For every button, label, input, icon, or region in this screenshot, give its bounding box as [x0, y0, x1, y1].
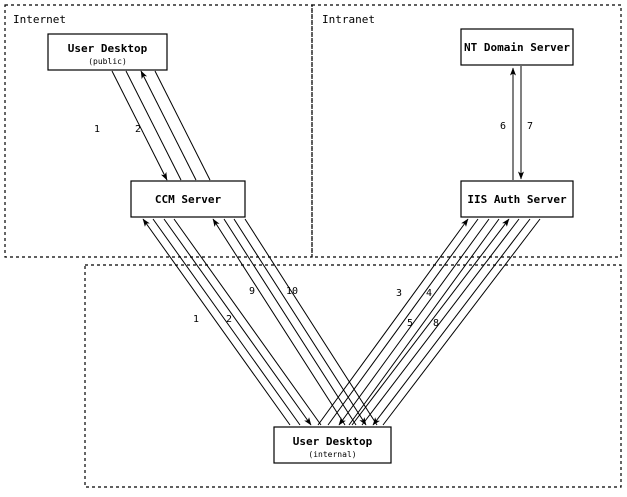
zone-intranet-label: Intranet — [322, 13, 375, 26]
flow-label-10: 10 — [286, 286, 298, 297]
zone-internal — [84, 264, 622, 488]
node-user-desktop-public[interactable]: User Desktop (public) — [47, 33, 168, 71]
flow-line-4 — [338, 218, 490, 426]
node-nt-domain-server-title: NT Domain Server — [464, 41, 570, 54]
flow-line-3-edge — [327, 218, 479, 426]
node-ccm-server-box[interactable] — [130, 180, 246, 218]
node-iis-auth-server-title: IIS Auth Server — [467, 193, 567, 206]
flow-group-public-ccm: 1 2 — [94, 70, 211, 181]
flow-line-8-edge — [382, 218, 541, 426]
node-user-desktop-internal[interactable]: User Desktop (internal) — [273, 426, 392, 464]
flow-label-6: 6 — [500, 121, 506, 132]
node-ccm-server[interactable]: CCM Server — [130, 180, 246, 218]
node-user-desktop-public-title: User Desktop — [68, 42, 148, 55]
flow-line-2-public — [140, 70, 197, 181]
flow-label-4: 4 — [426, 288, 432, 299]
flow-label-1-public: 1 — [94, 124, 100, 135]
flow-line-2-internal-edge — [173, 218, 322, 426]
flow-line-1-internal-edge — [152, 218, 301, 426]
node-ccm-server-title: CCM Server — [155, 193, 222, 206]
flow-group-iis-nt: 6 7 — [500, 66, 533, 180]
flow-label-2-internal: 2 — [226, 314, 232, 325]
flow-group-ccm-internal-12: 1 2 — [142, 218, 322, 426]
flow-group-internal-iis-58: 5 8 — [351, 218, 541, 426]
flow-label-7: 7 — [527, 121, 533, 132]
flow-label-2-public: 2 — [135, 124, 141, 135]
flow-group-internal-iis-34: 3 4 — [317, 218, 500, 426]
flow-line-8 — [372, 218, 531, 426]
zone-internal-boundary — [84, 264, 622, 488]
flow-line-9 — [212, 218, 346, 426]
flow-label-8: 8 — [433, 318, 439, 329]
node-iis-auth-server-box[interactable] — [460, 180, 574, 218]
node-user-desktop-internal-subtitle: (internal) — [308, 450, 356, 459]
flow-line-1-public-edge — [125, 70, 182, 181]
zone-intranet-boundary — [311, 4, 622, 258]
node-iis-auth-server[interactable]: IIS Auth Server — [460, 180, 574, 218]
flow-line-2-internal — [163, 218, 312, 426]
flow-label-5: 5 — [407, 318, 413, 329]
flow-line-10 — [233, 218, 367, 426]
flow-line-9-edge — [223, 218, 357, 426]
flow-label-9: 9 — [249, 286, 255, 297]
flow-label-1-internal: 1 — [193, 314, 199, 325]
node-user-desktop-public-box[interactable] — [47, 33, 168, 71]
flow-line-2-public-edge — [154, 70, 211, 181]
node-user-desktop-internal-title: User Desktop — [293, 435, 373, 448]
flow-line-3 — [317, 218, 469, 426]
node-user-desktop-internal-box[interactable] — [273, 426, 392, 464]
flow-line-1-internal — [142, 218, 291, 426]
zone-intranet: Intranet — [311, 4, 622, 258]
flow-line-1-public — [111, 70, 168, 181]
flow-label-3: 3 — [396, 288, 402, 299]
node-nt-domain-server[interactable]: NT Domain Server — [460, 28, 574, 66]
flow-line-5-edge — [361, 218, 520, 426]
flow-group-ccm-internal-910: 9 10 — [212, 218, 378, 426]
flow-line-4-edge — [348, 218, 500, 426]
node-user-desktop-public-subtitle: (public) — [88, 57, 127, 66]
flow-line-5 — [351, 218, 510, 426]
flow-line-10-edge — [244, 218, 378, 426]
node-nt-domain-server-box[interactable] — [460, 28, 574, 66]
zone-internet-label: Internet — [13, 13, 66, 26]
